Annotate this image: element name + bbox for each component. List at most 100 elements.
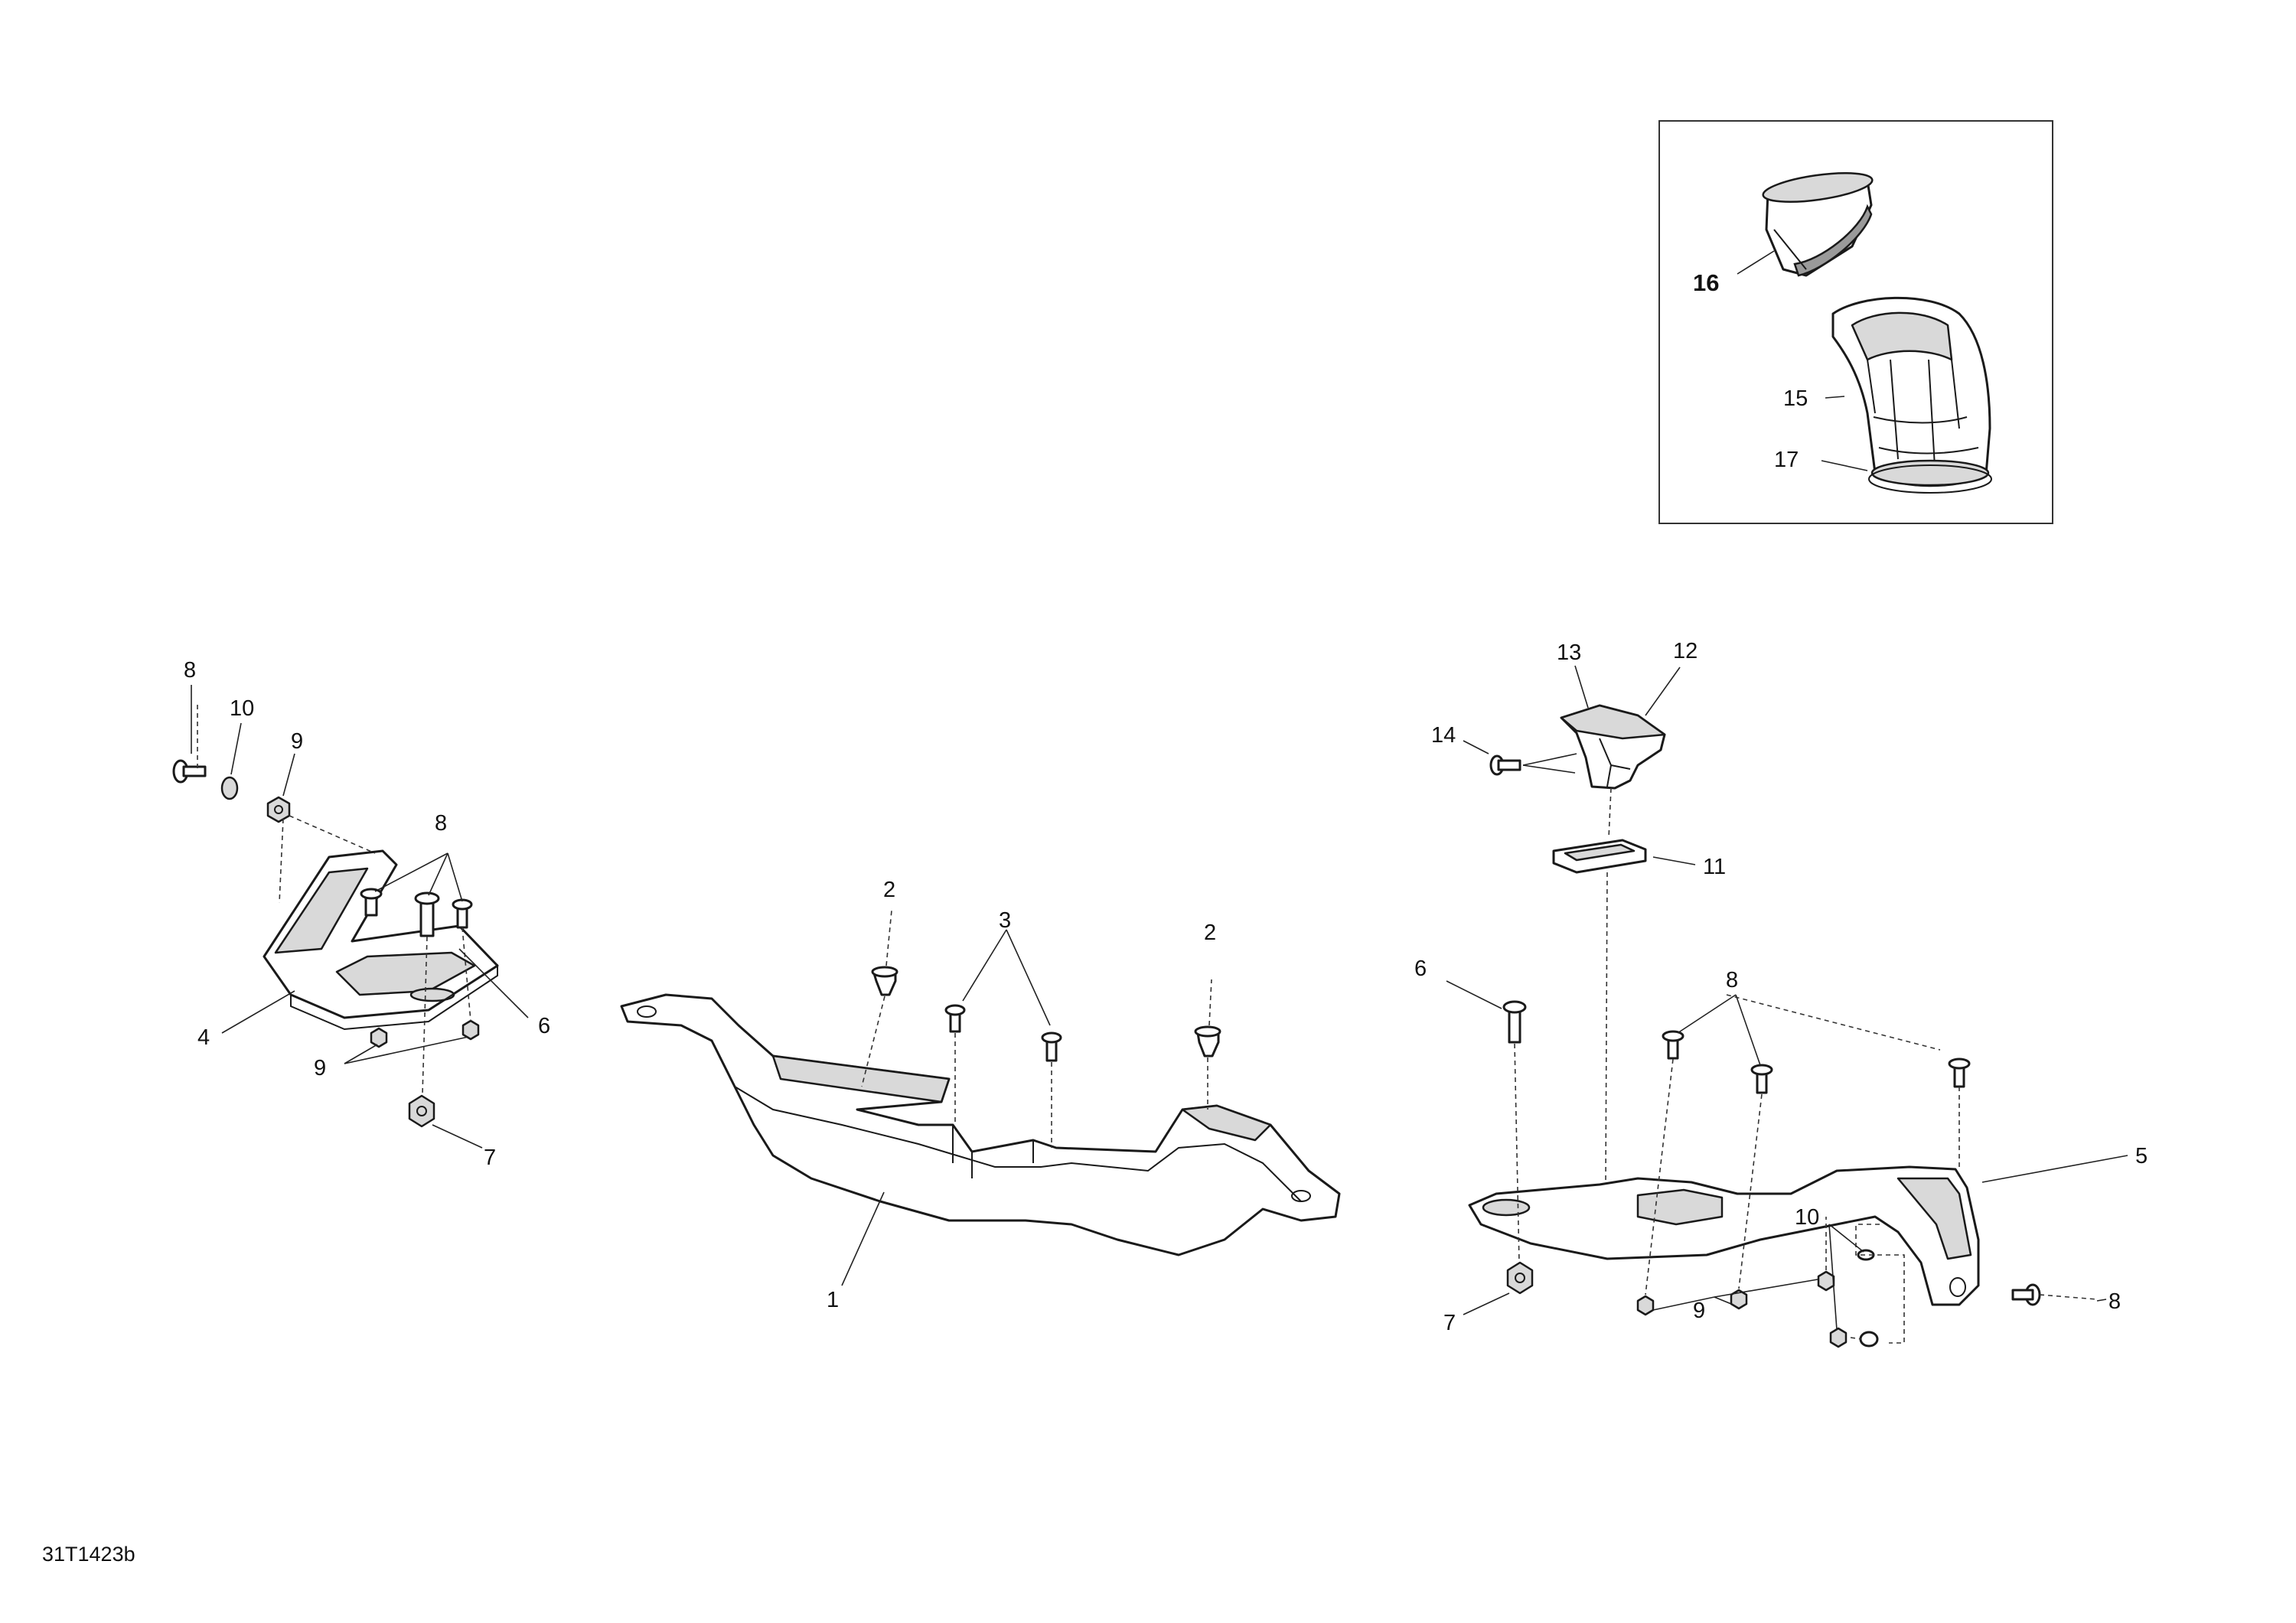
nut-9-r-d — [1829, 1327, 1848, 1348]
guide-bracket-corner — [1855, 1224, 1905, 1344]
bolt-6 — [1502, 1000, 1527, 1044]
leader-15 — [1825, 396, 1845, 399]
screw-14 — [1489, 754, 1521, 776]
nut-7-r — [1506, 1261, 1534, 1295]
leader-9-r-a — [1652, 1296, 1715, 1311]
guide-6 — [1514, 1043, 1520, 1263]
drawing-code: 31T1423b — [42, 1543, 135, 1566]
guide-2-left-top — [885, 910, 892, 966]
leader-6-r — [1446, 980, 1502, 1009]
callout-9-r: 9 — [1693, 1299, 1705, 1323]
part-12-latch — [1560, 704, 1666, 790]
part-16-sleeve — [1762, 172, 1874, 277]
nut-9-r-c — [1817, 1270, 1835, 1292]
leader-13 — [1574, 665, 1589, 709]
callout-8-r-side: 8 — [2108, 1289, 2121, 1314]
leader-6 — [458, 948, 529, 1018]
callout-7-r: 7 — [1443, 1311, 1456, 1335]
left-assembly: 8 10 9 8 4 6 9 7 — [172, 658, 550, 1170]
inset-frame — [1658, 120, 2053, 524]
callout-3: 3 — [999, 908, 1011, 933]
bolt-8-c — [452, 898, 473, 929]
leader-14-a — [1522, 753, 1577, 766]
leader-9-r-b — [1714, 1296, 1732, 1305]
callout-9-bottom: 9 — [314, 1056, 326, 1080]
leader-3-b — [1006, 929, 1051, 1026]
leader-1 — [841, 1191, 885, 1286]
callout-10: 10 — [230, 696, 254, 721]
leader-7 — [432, 1124, 483, 1149]
leader-11 — [1652, 856, 1696, 865]
bolt-8-r-c — [1948, 1058, 1971, 1088]
leader-8-side — [2096, 1299, 2107, 1302]
leader-9-r-c — [1714, 1279, 1818, 1298]
callout-7: 7 — [484, 1146, 496, 1170]
clip-2-right — [1194, 1025, 1221, 1058]
callout-9-top: 9 — [291, 729, 303, 754]
callout-8-mid: 8 — [435, 811, 447, 836]
bolt-8-r-b — [1750, 1064, 1773, 1094]
right-assembly: 13 12 14 11 6 8 5 10 8 7 9 — [1414, 639, 2148, 1348]
leader-5 — [1981, 1155, 2128, 1183]
part-5-bracket — [1468, 1165, 1980, 1306]
nut-9-a — [370, 1027, 388, 1048]
part-11-pad — [1552, 839, 1647, 874]
leader-10 — [230, 722, 242, 775]
guide-9-diag — [289, 815, 376, 854]
nut-9-top — [266, 796, 291, 823]
bolt-8-r-a — [1662, 1030, 1684, 1060]
guide-8-r-b — [1738, 1093, 1763, 1289]
leader-7-r — [1463, 1292, 1510, 1315]
guide-washer — [1850, 1337, 1862, 1340]
part-1-support — [620, 993, 1341, 1256]
leader-8-r-b — [1735, 994, 1761, 1066]
leader-12 — [1645, 666, 1681, 716]
screw-3-b — [1041, 1031, 1062, 1062]
guide-latch — [1608, 787, 1612, 839]
nut-7 — [408, 1094, 435, 1128]
callout-12: 12 — [1673, 639, 1698, 663]
leader-3-a — [962, 929, 1007, 1002]
guide-8-side — [2039, 1294, 2098, 1300]
guide-8-r-a — [1645, 1058, 1674, 1295]
callout-13: 13 — [1557, 640, 1581, 665]
leader-10-r-a — [1828, 1224, 1864, 1253]
leader-9-bottom-b — [344, 1036, 469, 1064]
leader-8-r-a — [1677, 994, 1737, 1034]
callout-6: 6 — [538, 1014, 550, 1038]
callout-17: 17 — [1774, 448, 1799, 472]
leader-14-b — [1522, 764, 1576, 774]
nut-9-r-a — [1636, 1295, 1655, 1316]
callout-2-left: 2 — [883, 878, 895, 902]
leader-9-bottom-a — [344, 1044, 378, 1064]
bolt-8-b — [414, 891, 440, 937]
callout-10-r: 10 — [1795, 1205, 1819, 1230]
leader-8-mid-a — [374, 852, 448, 892]
guide-bolt-b — [422, 936, 428, 1095]
center-assembly: 2 3 2 1 — [620, 878, 1341, 1312]
guide-8-top-dot — [1726, 994, 1941, 1051]
leader-4 — [221, 990, 295, 1034]
callout-11: 11 — [1703, 855, 1726, 879]
screw-3-a — [944, 1004, 966, 1033]
leader-8-mid-b — [428, 852, 448, 896]
guide-9-top — [279, 818, 284, 904]
leader-8-mid-c — [447, 852, 463, 902]
bolt-8-r-side — [2011, 1283, 2041, 1306]
part-17-ring — [1868, 464, 1992, 494]
part-15-air-duct — [1831, 296, 1991, 487]
callout-1: 1 — [827, 1288, 839, 1312]
clip-2-left — [871, 966, 899, 996]
bolt-8-top — [172, 759, 207, 784]
washer-10 — [220, 776, 239, 800]
callout-4: 4 — [197, 1025, 210, 1050]
callout-2-right: 2 — [1204, 921, 1216, 945]
callout-8-r-top: 8 — [1726, 968, 1738, 992]
callout-14: 14 — [1431, 723, 1456, 748]
part-4-bracket — [263, 849, 499, 1031]
leader-10-r-b — [1828, 1224, 1838, 1331]
callout-16: 16 — [1693, 269, 1719, 296]
callout-15: 15 — [1783, 386, 1808, 411]
leader-17 — [1821, 460, 1868, 471]
